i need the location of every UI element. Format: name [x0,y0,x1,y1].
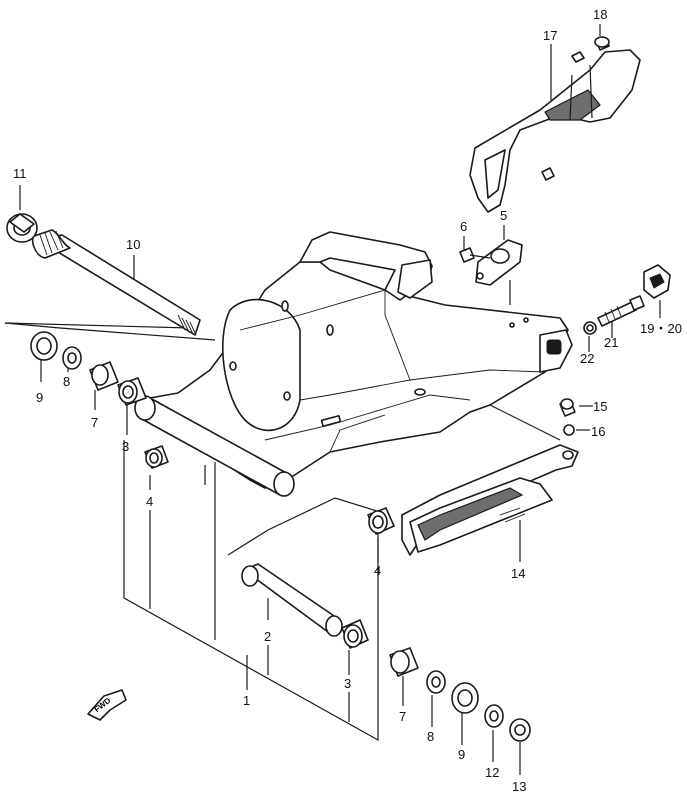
callout-22: 22 [580,351,594,366]
callout-3-right: 3 [344,676,351,691]
callout-4-left: 4 [146,494,153,509]
callout-5: 5 [500,208,507,223]
callout-11: 11 [13,166,27,181]
callout-14: 14 [511,566,525,581]
callout-4-right: 4 [374,563,381,578]
callout-6: 6 [460,219,467,234]
pivot-nut [6,213,38,243]
chain-buffer [401,444,579,556]
callout-19-20: 19・20 [640,321,682,336]
callout-7-left: 7 [91,415,98,430]
pivot-shaft [31,229,201,336]
bracket-bolt [459,247,491,263]
callout-2: 2 [264,629,271,644]
callout-12: 12 [485,765,499,780]
adjuster-parts [559,264,671,436]
left-hardware [30,331,169,469]
callout-18: 18 [593,7,607,22]
callout-7-right: 7 [399,709,406,724]
cover-screws [541,36,610,181]
forward-arrow-icon: FWD [87,689,127,721]
pivot-sleeve [241,563,343,637]
callout-21: 21 [604,335,618,350]
callout-1: 1 [243,693,250,708]
callout-3-left: 3 [122,439,129,454]
callout-17: 17 [543,28,557,43]
callout-9-right: 9 [458,747,465,762]
callout-16: 16 [591,424,605,439]
chain-cover [469,49,641,213]
callout-8-left: 8 [63,374,70,389]
swingarm [134,231,573,497]
right-hardware [341,507,531,742]
callout-8-right: 8 [427,729,434,744]
callout-13: 13 [512,779,526,794]
bracket [475,239,523,286]
callout-15: 15 [593,399,607,414]
callout-9-left: 9 [36,390,43,405]
callouts: 1 2 3 3 4 4 5 6 7 7 8 8 9 9 10 11 12 13 … [13,7,682,794]
callout-10: 10 [126,237,140,252]
